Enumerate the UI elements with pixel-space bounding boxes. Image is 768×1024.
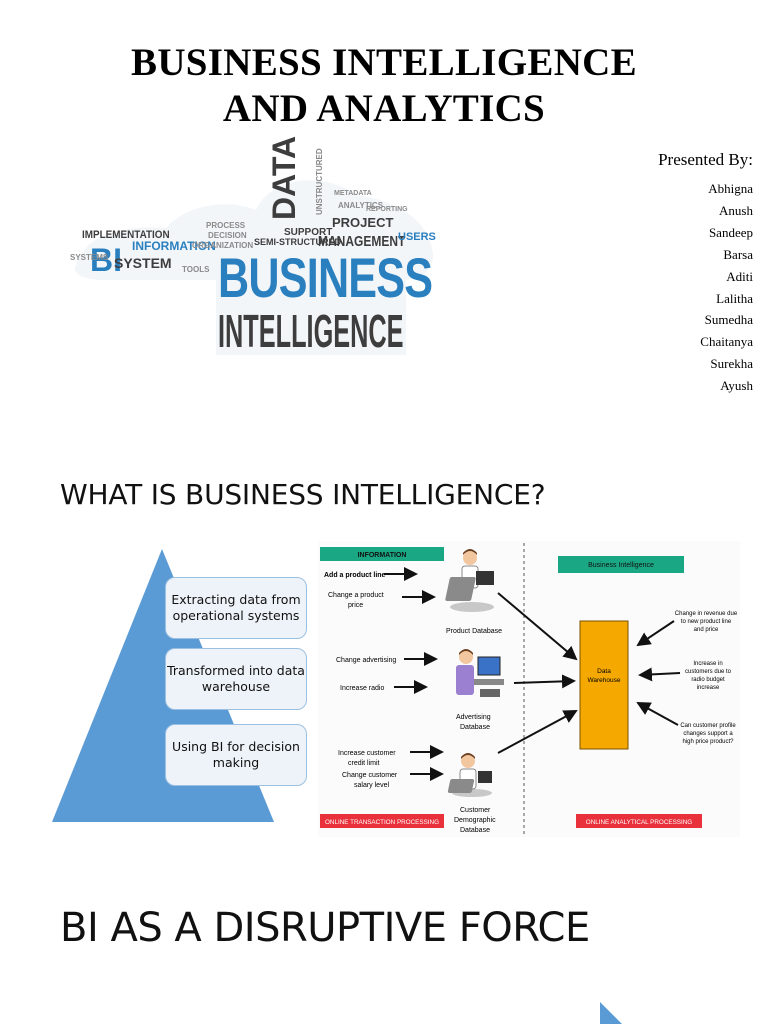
cloud-word-implementation: IMPLEMENTATION xyxy=(82,229,170,241)
question-3-line-3: high price product? xyxy=(682,739,734,745)
customer-db-label-3: Database xyxy=(460,827,490,834)
customer-db-label-2: Demographic xyxy=(454,817,496,824)
warehouse-label-2: Warehouse xyxy=(588,677,621,684)
pyramid-step-2: Transformed into data warehouse xyxy=(165,648,307,710)
title-line-2: AND ANALYTICS xyxy=(222,87,546,130)
change-price-text-1: Change a product xyxy=(328,592,384,599)
member-name: Barsa xyxy=(723,246,753,262)
cloud-word-analytics: ANALYTICS xyxy=(338,201,384,210)
product-db-label: Product Database xyxy=(446,628,502,635)
cloud-word-metadata: METADATA xyxy=(334,190,372,197)
information-label-bg xyxy=(320,547,444,561)
cloud-word-management: MANAGEMENT xyxy=(318,233,406,250)
slide3-heading: BI AS A DISRUPTIVE FORCE xyxy=(60,905,590,951)
title-line-1: BUSINESS INTELLIGENCE xyxy=(131,41,637,84)
member-name: Anush xyxy=(719,202,753,218)
cloud-word-bi: BI xyxy=(90,242,122,278)
member-name: Sandeep xyxy=(708,224,753,240)
cloud-word-tools: TOOLS xyxy=(182,265,210,274)
question-1-line-2: to new product line xyxy=(681,619,732,625)
person-computer-icon xyxy=(456,649,504,697)
warehouse-label-1: Data xyxy=(597,668,611,675)
question-1-line-1: Change in revenue due xyxy=(675,611,738,617)
bi-label: Business Intelligence xyxy=(588,562,654,569)
change-salary-text-1: Change customer xyxy=(342,772,398,779)
oltp-label-bg xyxy=(320,814,444,828)
member-name: Ayush xyxy=(720,378,753,394)
member-list: Abhigna Anush Sandeep Barsa Aditi Lalith… xyxy=(700,178,753,397)
advertising-db-label-1: Advertising xyxy=(456,714,491,721)
olap-label-bg xyxy=(576,814,702,828)
member-name: Lalitha xyxy=(716,290,753,306)
information-label: INFORMATION xyxy=(358,552,407,559)
question-2-line-2: customers due to xyxy=(685,669,732,675)
title-slide: BUSINESS INTELLIGENCE AND ANALYTICS BUSI… xyxy=(0,0,768,430)
change-advertising-text: Change advertising xyxy=(336,657,396,664)
member-name: Chaitanya xyxy=(700,334,753,350)
cloud-word-system: SYSTEM xyxy=(114,255,172,271)
data-warehouse-box xyxy=(579,620,629,750)
question-3-line-1: Can customer profile xyxy=(680,723,736,729)
cloud-word-systems: SYSTEMS xyxy=(70,253,109,262)
slide-title: BUSINESS INTELLIGENCE AND ANALYTICS xyxy=(0,40,768,132)
increase-radio-text: Increase radio xyxy=(340,685,384,692)
advertising-db-label-2: Database xyxy=(460,724,490,731)
cloud-word-organization: ORGANIZATION xyxy=(192,241,254,250)
business-intelligence-word-cloud: BUSINESS INTELLIGENCE BI DATA MANAGEMENT… xyxy=(66,136,438,360)
pyramid-step-1: Extracting data from operational systems xyxy=(165,577,307,639)
increase-credit-text-2: credit limit xyxy=(348,760,380,767)
pyramid-step-3: Using BI for decision making xyxy=(165,724,307,786)
person-computer-icon xyxy=(447,753,492,797)
presented-by-label: Presented By: xyxy=(658,150,753,169)
cloud-word-reporting: REPORTING xyxy=(366,206,408,213)
customer-db-label-1: Customer xyxy=(460,807,491,814)
slide2-heading: WHAT IS BUSINESS INTELLIGENCE? xyxy=(60,478,546,511)
bi-process-diagram: INFORMATION Business Intelligence Add a … xyxy=(318,541,740,837)
person-computer-icon xyxy=(445,549,494,612)
cloud-word-support: SUPPORT xyxy=(284,227,333,238)
word-cloud-silhouette xyxy=(74,180,434,355)
question-2-line-3: radio budget xyxy=(691,677,725,683)
cloud-word-sub: INTELLIGENCE xyxy=(218,305,404,357)
change-price-text-2: price xyxy=(348,602,363,609)
cloud-word-main: BUSINESS xyxy=(218,246,433,309)
member-name: Surekha xyxy=(710,356,753,372)
question-1-line-3: and price xyxy=(694,627,719,633)
cloud-word-process: PROCESS xyxy=(206,221,246,230)
bi-label-bg xyxy=(558,556,684,573)
cloud-word-semi-structured: SEMI-STRUCTURED xyxy=(254,237,341,247)
question-2-line-1: Increase in xyxy=(693,661,722,667)
change-salary-text-2: salary level xyxy=(354,782,389,789)
cloud-word-project: PROJECT xyxy=(332,215,394,230)
question-2-line-4: increase xyxy=(697,685,720,691)
question-3-line-2: changes support a xyxy=(683,731,733,737)
add-product-line-text: Add a product line xyxy=(324,572,386,579)
increase-credit-text-1: Increase customer xyxy=(338,750,396,757)
member-name: Sumedha xyxy=(704,312,753,328)
cloud-word-information: INFORMATION xyxy=(132,239,216,253)
cloud-word-decision: DECISION xyxy=(208,231,247,240)
oltp-label: ONLINE TRANSACTION PROCESSING xyxy=(325,819,439,826)
cloud-word-users: USERS xyxy=(398,231,436,243)
olap-label: ONLINE ANALYTICAL PROCESSING xyxy=(586,819,692,826)
member-name: Abhigna xyxy=(708,181,753,196)
member-name: Aditi xyxy=(726,268,753,284)
